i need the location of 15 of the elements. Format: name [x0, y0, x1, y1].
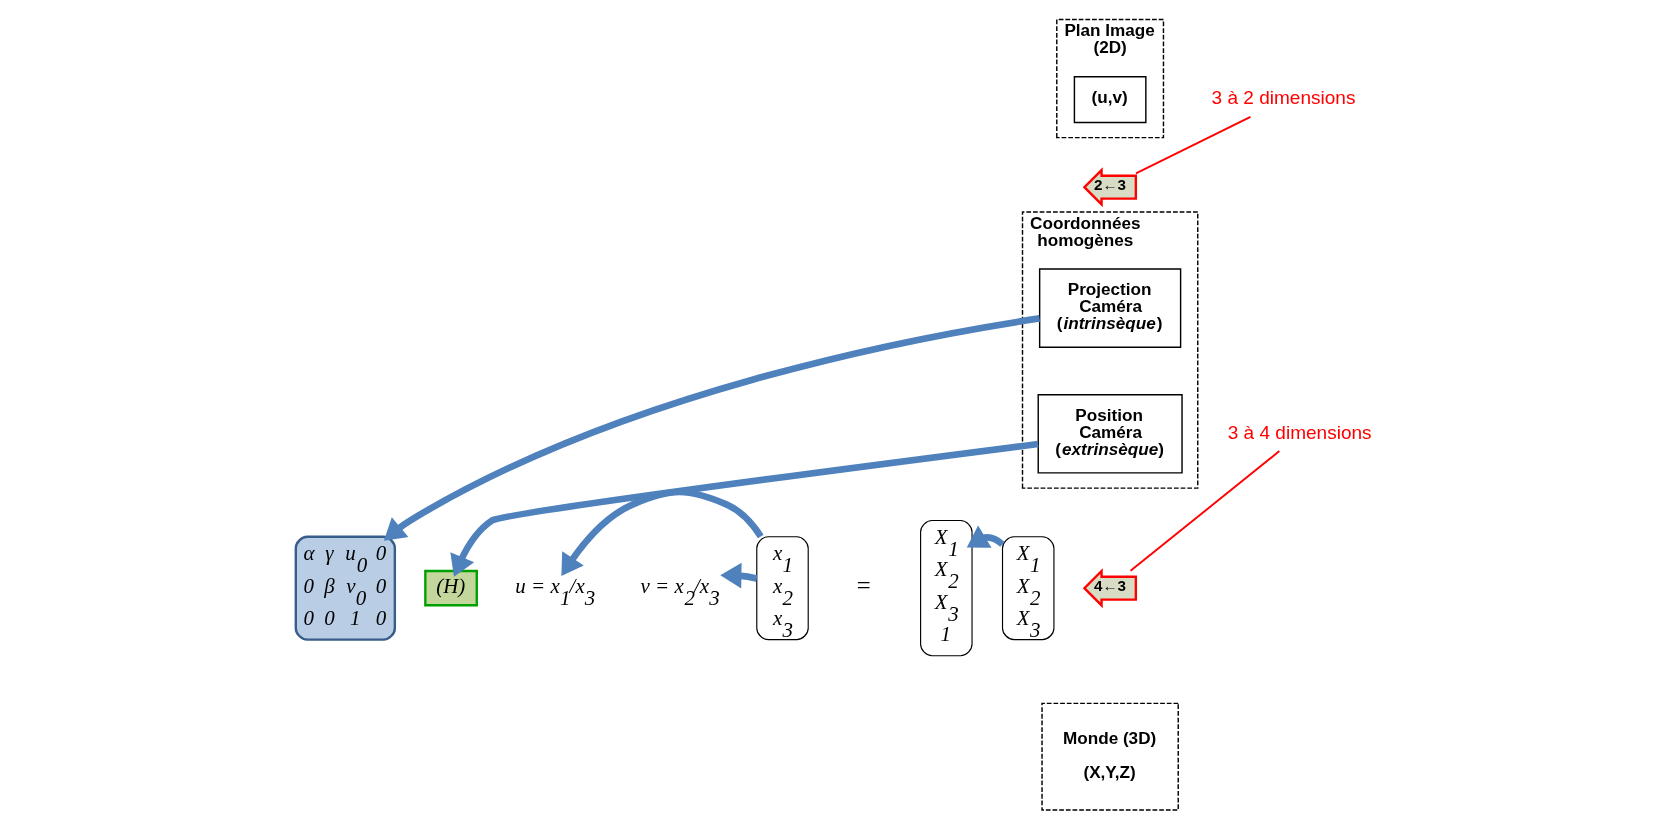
arrow	[561, 488, 764, 576]
arrow	[450, 440, 1039, 577]
node-box: (u,v)	[1073, 76, 1147, 124]
arrow	[966, 525, 1005, 548]
arrow	[720, 562, 758, 589]
node-box: (H)	[424, 569, 478, 607]
arrow	[383, 315, 1041, 541]
node-text: 3 à 2 dimensions	[1211, 87, 1356, 109]
connector	[1129, 450, 1281, 572]
node-box: Projection Caméra (intrinsèque)	[1038, 268, 1182, 348]
node-box: Position Caméra (extrinsèque)	[1037, 394, 1183, 474]
node-text: 3 à 4 dimensions	[1227, 421, 1372, 443]
label: =	[856, 572, 871, 600]
connector	[1135, 115, 1252, 175]
node-box: Monde (3D) (X,Y,Z)	[1041, 702, 1179, 811]
